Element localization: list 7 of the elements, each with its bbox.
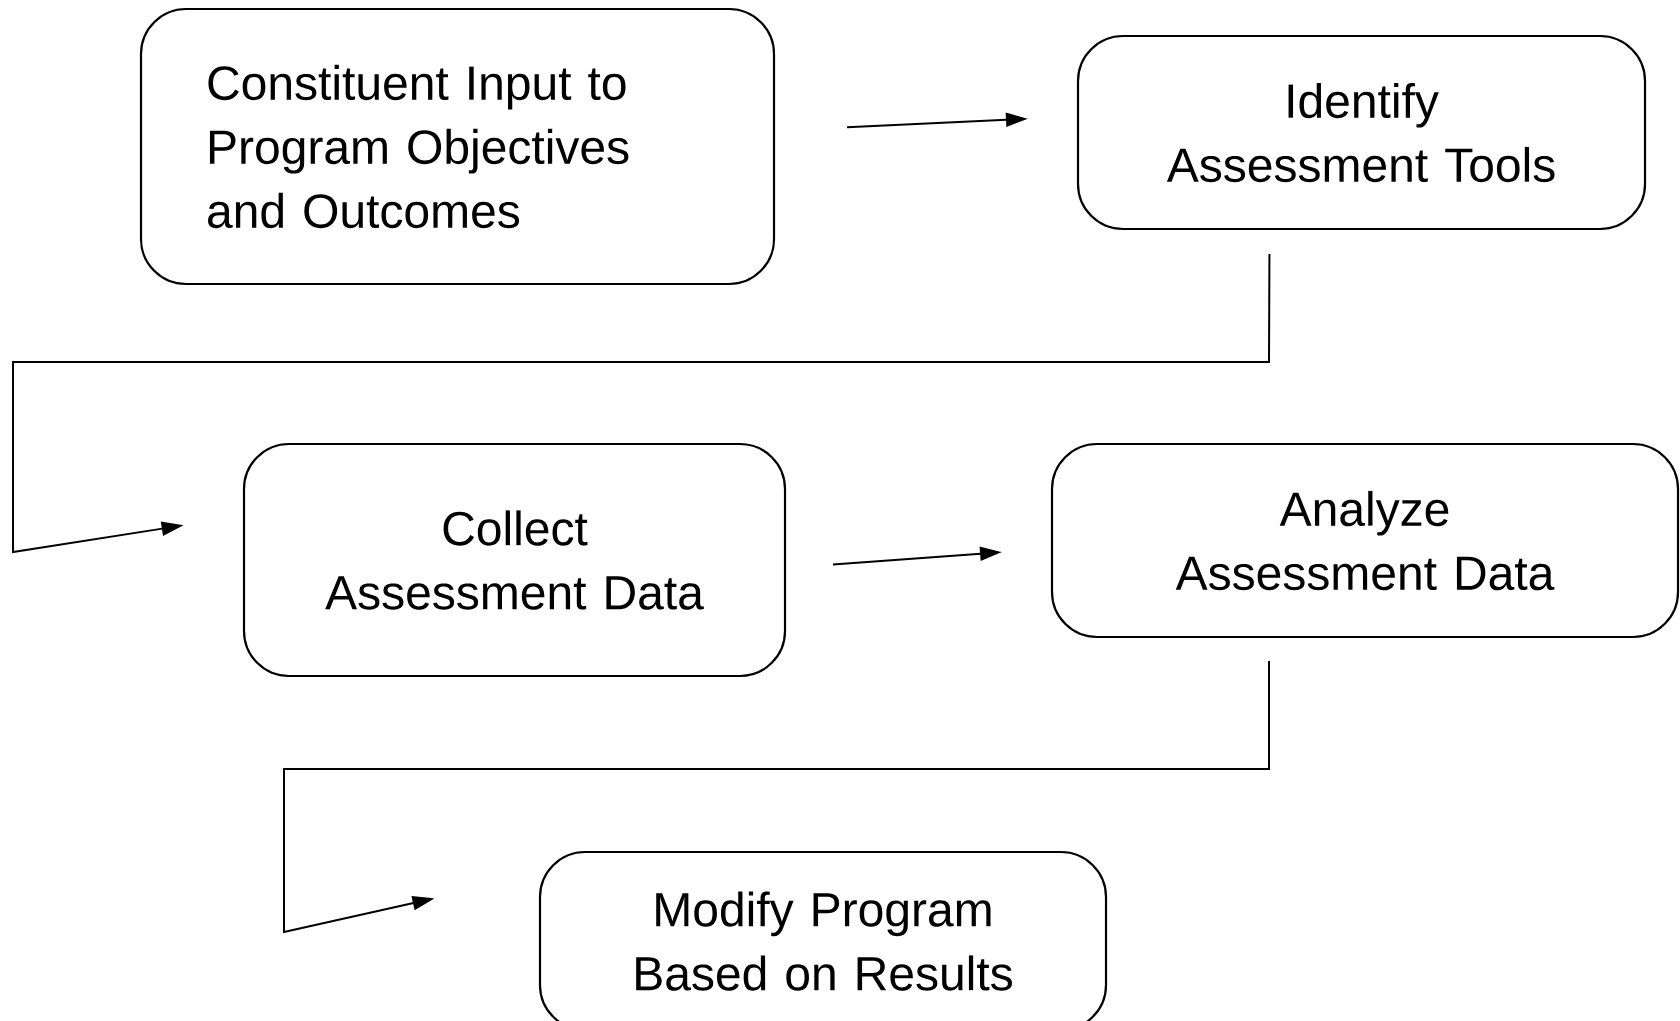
process-box: Modify Program Based on Results <box>538 850 1108 1021</box>
process-box: Identify Assessment Tools <box>1076 34 1647 231</box>
arrow <box>12 253 1271 554</box>
process-box: Analyze Assessment Data <box>1050 442 1680 639</box>
process-box: Collect Assessment Data <box>242 442 787 678</box>
arrow <box>283 660 1270 934</box>
process-box: Constituent Input to Program Objectives and Outcomes <box>139 7 776 286</box>
